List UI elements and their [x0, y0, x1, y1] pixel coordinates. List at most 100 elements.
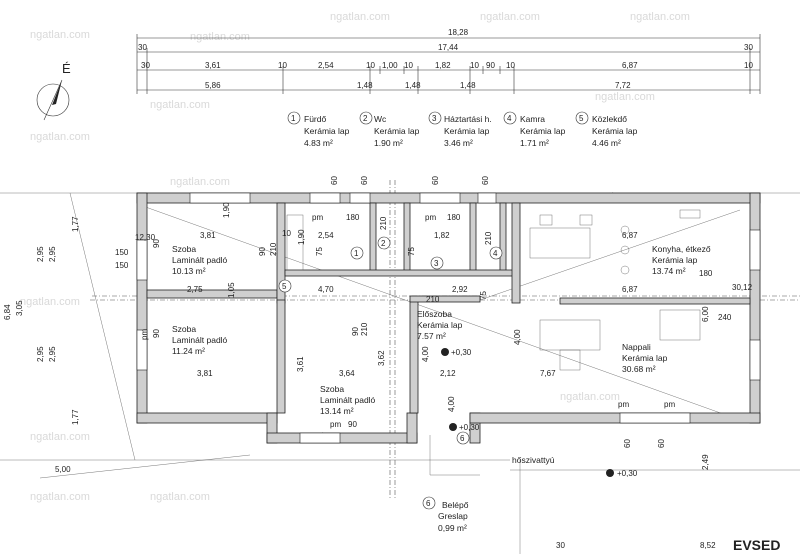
- legend-item: 4 Kamra Kerámia lap 1.71 m²: [503, 111, 566, 148]
- north-arrow-icon: É: [36, 61, 71, 121]
- legend-num: 5: [579, 114, 584, 123]
- interior-dim: 7,67: [540, 369, 556, 378]
- interior-dim: 60: [481, 176, 490, 185]
- room-name: Konyha, étkező: [652, 244, 711, 254]
- legend-item: 3 Háztartási h. Kerámia lap 3.46 m²: [428, 111, 492, 148]
- room-marker: 1: [354, 249, 359, 258]
- watermark: ngatlan.com: [480, 11, 540, 23]
- dim-row1: 6,87: [622, 61, 638, 70]
- watermark: ngatlan.com: [190, 31, 250, 43]
- room-marker: 6: [460, 434, 465, 443]
- interior-dim: 2,95: [36, 346, 45, 362]
- watermark: ngatlan.com: [30, 131, 90, 143]
- legend-area: 1.90 m²: [374, 138, 403, 148]
- interior-dim: 210: [379, 216, 388, 230]
- interior-dim: 1,77: [71, 409, 80, 425]
- interior-dim: pm: [618, 400, 629, 409]
- dim-inner: 17,44: [438, 43, 459, 52]
- interior-dim: 10: [282, 229, 291, 238]
- dim-row2: 1,48: [357, 81, 373, 90]
- watermark: ngatlan.com: [30, 431, 90, 443]
- interior-dim: 150: [115, 248, 129, 257]
- heat-pump-label: hőszivattyú: [512, 455, 555, 465]
- entrance-label: 6 Belépő Greslap 0,99 m²: [422, 496, 469, 533]
- windows: [136, 192, 761, 444]
- interior-dim: 4,00: [513, 329, 522, 345]
- watermark: ngatlan.com: [30, 491, 90, 503]
- interior-dim: 3,61: [296, 356, 305, 372]
- dim-row1: 30: [141, 61, 150, 70]
- top-dimension-chains: 18,28 17,44 30 30 30 3,61 10 2,54 10 1,0…: [136, 28, 761, 94]
- interior-dim: 1,05: [227, 282, 236, 298]
- interior-dim: 4,70: [318, 285, 334, 294]
- entrance-area: 0,99 m²: [438, 523, 467, 533]
- room-area: 10.13 m²: [172, 266, 206, 276]
- level-mark: +0,30: [459, 423, 480, 432]
- interior-dim: pm: [312, 213, 323, 222]
- interior-dim: 90: [258, 247, 267, 256]
- entrance-name: Belépő: [442, 500, 469, 510]
- interior-dim: 180: [699, 269, 713, 278]
- dim-right-edge: 30: [744, 43, 753, 52]
- dim-row2: 5,86: [205, 81, 221, 90]
- legend-floor: Kerámia lap: [444, 126, 490, 136]
- legend-floor: Kerámia lap: [374, 126, 420, 136]
- room-marker: 2: [381, 239, 386, 248]
- interior-dim: 2,92: [452, 285, 468, 294]
- room-name: Szoba: [320, 384, 344, 394]
- entrance-floor: Greslap: [438, 511, 468, 521]
- room-area: 13.74 m²: [652, 266, 686, 276]
- legend-name: Fürdő: [304, 114, 326, 124]
- interior-dim: 2,12: [440, 369, 456, 378]
- legend-num: 2: [363, 114, 368, 123]
- watermark: ngatlan.com: [630, 11, 690, 23]
- interior-dim: 75: [407, 247, 416, 256]
- interior-dim: pm: [330, 420, 341, 429]
- interior-dim: 4,00: [447, 396, 456, 412]
- room-floor: Kerámia lap: [622, 353, 668, 363]
- interior-dim: 1,90: [222, 202, 231, 218]
- legend-item: 5 Közlekdő Kerámia lap 4.46 m²: [575, 111, 638, 148]
- interior-dim: 90: [152, 329, 161, 338]
- dim-row1: 10: [278, 61, 287, 70]
- interior-dim: 6,87: [622, 231, 638, 240]
- interior-dim: 90: [152, 239, 161, 248]
- dim-row1: 10: [366, 61, 375, 70]
- level-mark: +0,30: [451, 348, 472, 357]
- interior-dim: 60: [330, 176, 339, 185]
- interior-dim: 60: [431, 176, 440, 185]
- legend-item: 2 Wc Kerámia lap 1.90 m²: [359, 111, 420, 148]
- plan-room-markers: 1 2 3 4 5 6: [278, 236, 503, 445]
- room-name: Szoba: [172, 324, 196, 334]
- dim-left-edge: 30: [138, 43, 147, 52]
- dim-row1: 90: [486, 61, 495, 70]
- interior-dim: 60: [623, 439, 632, 448]
- interior-dim: 1,82: [434, 231, 450, 240]
- room-legend: 1 Fürdő Kerámia lap 4.83 m² 2 Wc Kerámia…: [287, 111, 638, 148]
- interior-dim: 2,49: [701, 454, 710, 470]
- entrance-num: 6: [426, 499, 431, 508]
- dim-row1: 10: [506, 61, 515, 70]
- level-mark: +0,30: [617, 469, 638, 478]
- interior-dimensions: 3,81 2,54 1,82 6,87 2,75 4,70 2,92 6,87 …: [3, 176, 753, 474]
- room-name: Szoba: [172, 244, 196, 254]
- dim-row1: 2,54: [318, 61, 334, 70]
- room-floor: Kerámia lap: [417, 320, 463, 330]
- dim-row2: 7,72: [615, 81, 631, 90]
- watermark: ngatlan.com: [595, 91, 655, 103]
- interior-dim: 180: [447, 213, 461, 222]
- brand-logo: EVSED: [733, 537, 780, 553]
- bottom-dim: 8,52: [700, 541, 716, 550]
- room-floor: Kerámia lap: [652, 255, 698, 265]
- watermark: ngatlan.com: [330, 11, 390, 23]
- interior-dim: 60: [657, 439, 666, 448]
- legend-num: 3: [432, 114, 437, 123]
- interior-dim: 3,62: [377, 350, 386, 366]
- room-floor: Laminált padló: [172, 335, 228, 345]
- interior-dim: 1,90: [297, 229, 306, 245]
- dim-row2: 1,48: [405, 81, 421, 90]
- room-marker: 3: [434, 259, 439, 268]
- interior-dim: 3,81: [197, 369, 213, 378]
